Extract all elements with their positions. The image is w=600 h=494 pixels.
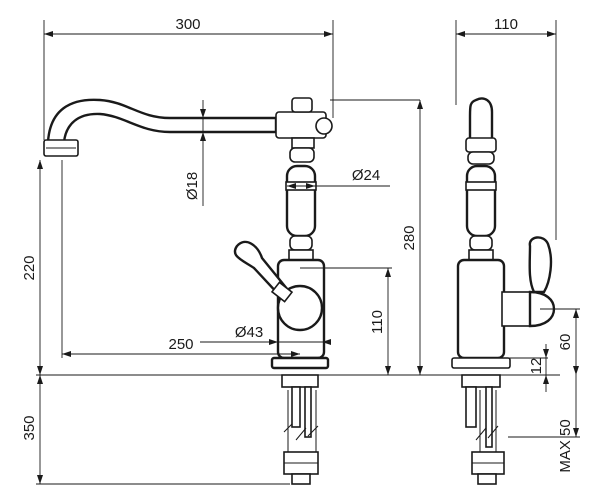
dim-12: 12 [528,358,545,375]
dimension-labels: 300 110 Ø18 Ø24 280 110 220 250 Ø43 350 … [21,16,574,473]
side-view [451,97,556,485]
column-upper [285,164,317,238]
dimension-lines [36,20,580,485]
side-body [456,258,506,360]
dim-280: 280 [401,225,418,250]
dim-250: 250 [168,336,193,353]
dim-60: 60 [557,334,574,351]
side-lever [528,236,553,294]
dim-350: 350 [21,415,38,440]
side-column [465,164,497,238]
dim-220: 220 [21,255,38,280]
dim-max50: MAX 50 [557,419,574,472]
dim-110-lever: 110 [369,310,386,334]
base-flange [270,356,330,370]
dim-300: 300 [175,16,200,33]
spout-outline [46,98,278,144]
dim-110-top: 110 [494,16,518,33]
dim-o24: Ø24 [352,167,380,184]
dim-o43: Ø43 [235,324,263,341]
dim-o18: Ø18 [184,172,201,200]
side-handle [468,97,494,142]
